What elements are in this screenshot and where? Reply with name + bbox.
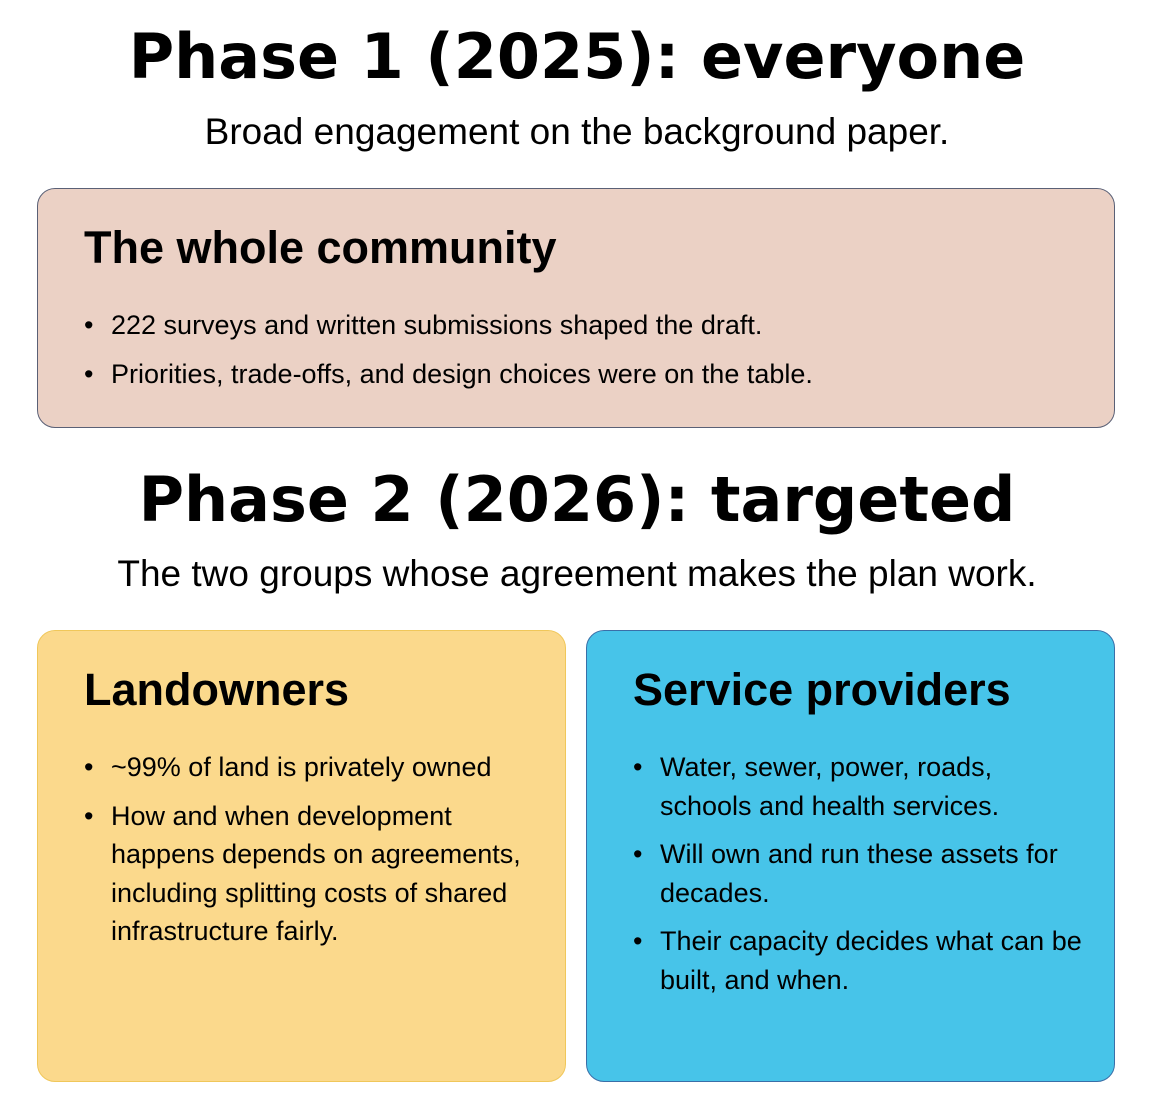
phase-1-subtitle: Broad engagement on the background paper… xyxy=(204,111,950,152)
list-item: • How and when development happens depend… xyxy=(84,797,541,951)
bullet-icon: • xyxy=(84,800,94,831)
bullet-icon: • xyxy=(84,358,94,389)
landowners-box: Landowners • ~99% of land is privately ow… xyxy=(37,630,566,1082)
list-item-text: Their capacity decides what can be built… xyxy=(660,926,1082,995)
list-item: • Will own and run these assets for decad… xyxy=(633,835,1090,912)
landowners-box-list: • ~99% of land is privately owned • How an… xyxy=(84,748,541,961)
bullet-icon: • xyxy=(633,839,643,869)
list-item-text: Will own and run these assets for decade… xyxy=(660,839,1058,908)
list-item-text: Priorities, trade-offs, and design choic… xyxy=(111,358,813,389)
phase-1-title: Phase 1 (2025): everyone xyxy=(128,20,1026,93)
phase-2-subtitle: The two groups whose agreement makes the… xyxy=(117,553,1037,594)
list-item: • Priorities, trade-offs, and design choi… xyxy=(84,355,1090,394)
service-providers-box-list: • Water, sewer, power, roads, schools and… xyxy=(633,748,1090,1009)
bullet-icon: • xyxy=(633,926,643,956)
service-providers-box-heading: Service providers xyxy=(633,664,1011,715)
community-box-list: • 222 surveys and written submissions sha… xyxy=(84,306,1090,403)
bullet-icon: • xyxy=(84,310,94,340)
community-box-heading: The whole community xyxy=(84,222,557,273)
list-item: • Their capacity decides what can be buil… xyxy=(633,922,1090,999)
landowners-box-heading: Landowners xyxy=(84,664,350,715)
list-item: • 222 surveys and written submissions sha… xyxy=(84,306,1090,345)
list-item: • ~99% of land is privately owned xyxy=(84,748,541,787)
list-item-text: 222 surveys and written submissions shap… xyxy=(111,310,763,340)
service-providers-box: Service providers • Water, sewer, power, … xyxy=(586,630,1115,1082)
list-item-text: How and when development happens depends… xyxy=(111,800,521,947)
list-item-text: Water, sewer, power, roads, schools and … xyxy=(660,752,1000,821)
bullet-icon: • xyxy=(633,752,643,782)
bullet-icon: • xyxy=(84,752,94,782)
phase-2-title: Phase 2 (2026): targeted xyxy=(138,463,1016,536)
community-box: The whole community • 222 surveys and wri… xyxy=(37,188,1115,428)
list-item-text: ~99% of land is privately owned xyxy=(111,752,492,782)
list-item: • Water, sewer, power, roads, schools and… xyxy=(633,748,1090,825)
